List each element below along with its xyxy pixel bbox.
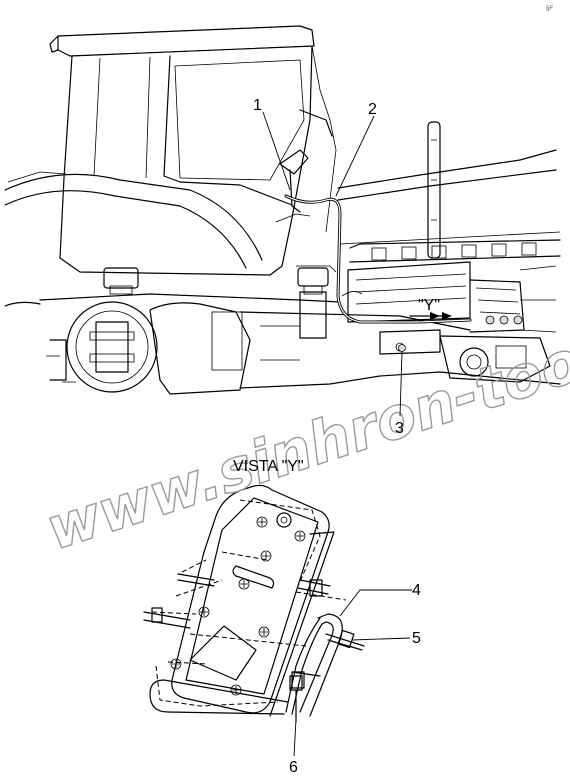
callout-6: 6	[289, 759, 298, 776]
tractor-illustration: "Y"	[4, 25, 561, 395]
page-mark: §F	[546, 6, 553, 12]
vista-y-label: VISTA "Y"	[233, 458, 304, 475]
vista-y-detail	[143, 484, 365, 723]
callout-4: 4	[412, 582, 421, 599]
callout-3: 3	[395, 420, 404, 437]
callout-5: 5	[412, 630, 421, 647]
watermark-text: www.sinhron-tool.com	[38, 272, 570, 563]
callout-1: 1	[253, 97, 262, 114]
callout-2: 2	[368, 101, 377, 118]
callouts: 1 2 3 4 5 6	[253, 97, 421, 776]
view-marker: "Y"	[418, 297, 440, 314]
